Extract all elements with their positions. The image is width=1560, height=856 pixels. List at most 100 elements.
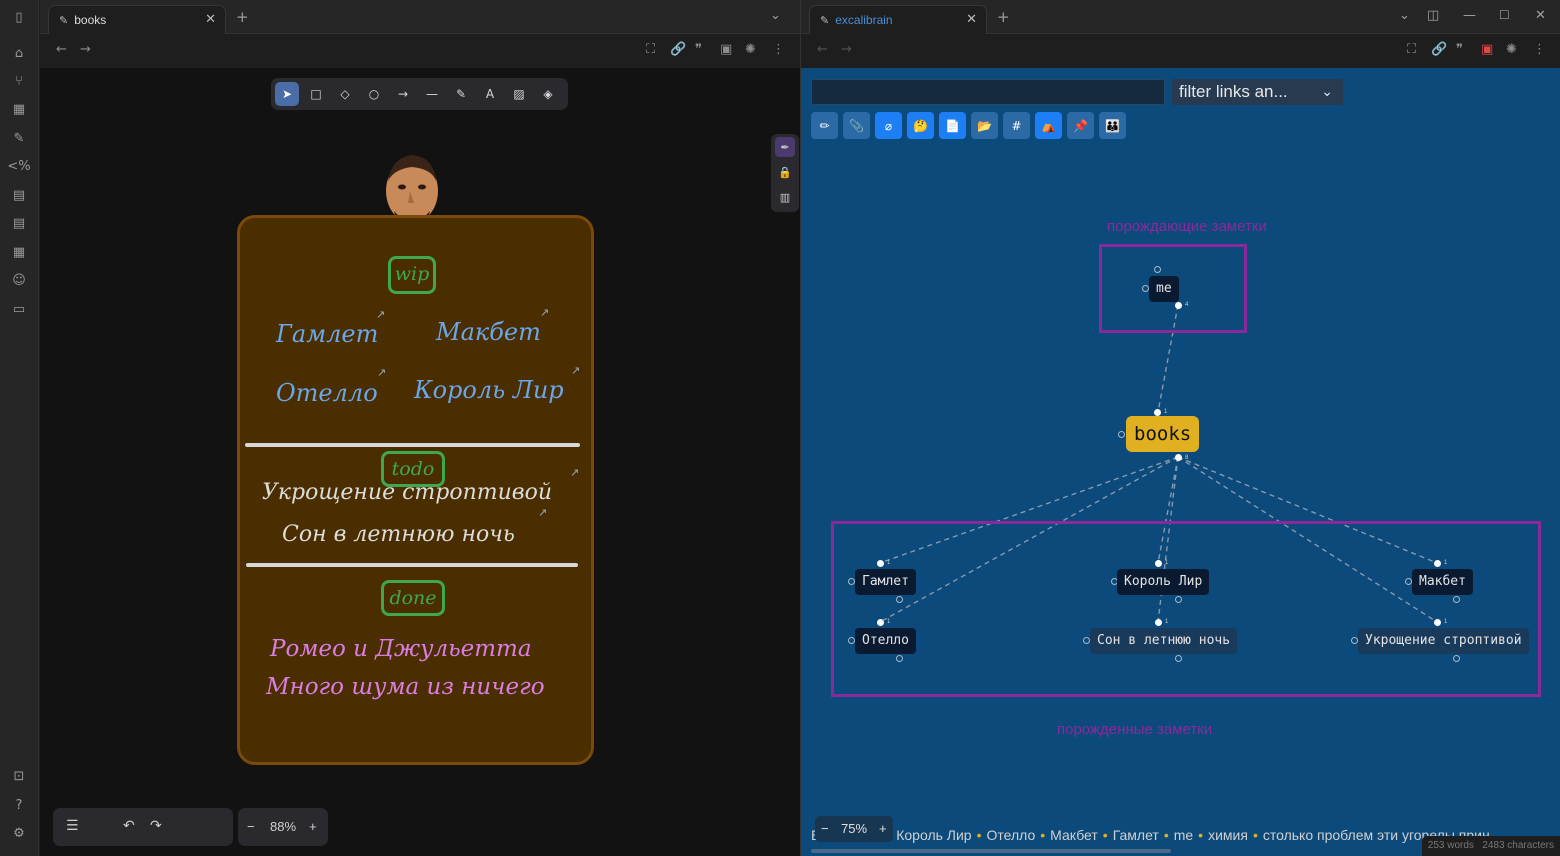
- board-item[interactable]: Ромео и Джульетта: [270, 636, 532, 662]
- line-tool-icon[interactable]: —: [426, 87, 438, 101]
- done-badge[interactable]: done: [381, 580, 445, 616]
- footer-link[interactable]: Макбет: [1050, 827, 1098, 843]
- fullscreen-icon[interactable]: ⛶: [646, 42, 656, 57]
- maximize-icon[interactable]: ☐: [1499, 8, 1510, 22]
- board-item[interactable]: Укрощение строптивой: [262, 480, 553, 505]
- edit-toggle-icon[interactable]: ✏: [811, 112, 838, 139]
- tab-excalibrain[interactable]: ✎ excalibrain ✕: [809, 5, 987, 34]
- forward-icon[interactable]: →: [841, 42, 852, 57]
- quote-icon[interactable]: ❞: [1456, 42, 1463, 57]
- new-tab-icon[interactable]: +: [236, 8, 249, 26]
- zoom-level[interactable]: 75%: [841, 821, 868, 836]
- tent-toggle-icon[interactable]: ⛺: [1035, 112, 1062, 139]
- node-king-lear[interactable]: Король Лир: [1117, 569, 1210, 595]
- home-icon[interactable]: ⌂: [14, 45, 24, 61]
- ellipse-tool-icon[interactable]: ○: [368, 87, 380, 101]
- more-options-icon[interactable]: ⋮: [1533, 42, 1546, 57]
- footer-link[interactable]: Гамлет: [1112, 827, 1159, 843]
- tag-toggle-icon[interactable]: #: [1003, 112, 1030, 139]
- template-icon[interactable]: <%: [7, 158, 31, 174]
- external-link-icon[interactable]: ↗: [376, 308, 386, 321]
- back-icon[interactable]: ←: [817, 42, 828, 57]
- node-midsummer[interactable]: Сон в летнюю ночь: [1090, 628, 1238, 654]
- horizontal-scrollbar[interactable]: [811, 849, 1171, 853]
- calendar-icon[interactable]: ▦: [12, 244, 26, 260]
- kanban-board[interactable]: [237, 215, 594, 765]
- zoom-out-button[interactable]: −: [821, 821, 829, 836]
- library-icon[interactable]: ▥: [779, 190, 791, 204]
- sidebar-toggle-icon[interactable]: ▯: [15, 9, 23, 25]
- zoom-level[interactable]: 88%: [270, 819, 297, 834]
- close-icon[interactable]: ✕: [966, 12, 977, 27]
- external-link-icon[interactable]: ↗: [570, 466, 580, 479]
- more-options-icon[interactable]: ⋮: [772, 42, 785, 57]
- help-icon[interactable]: ?: [15, 797, 23, 813]
- zoom-in-button[interactable]: +: [309, 819, 317, 834]
- board-item[interactable]: Отелло: [276, 379, 378, 407]
- undo-icon[interactable]: ↶: [123, 818, 135, 834]
- search-input[interactable]: [811, 79, 1165, 105]
- node-othello[interactable]: Отелло: [855, 628, 916, 654]
- board-item[interactable]: Гамлет: [276, 320, 379, 348]
- zoom-in-button[interactable]: +: [879, 821, 887, 836]
- selection-tool-icon[interactable]: ➤: [275, 82, 299, 106]
- attachment-toggle-icon[interactable]: 📎: [843, 112, 870, 139]
- close-icon[interactable]: ✕: [205, 12, 216, 27]
- layout2-icon[interactable]: ▤: [12, 215, 26, 231]
- text-tool-icon[interactable]: A: [485, 87, 495, 101]
- forward-icon[interactable]: →: [80, 42, 91, 57]
- virtual-toggle-icon[interactable]: ⌀: [875, 112, 902, 139]
- thinking-toggle-icon[interactable]: 🤔: [907, 112, 934, 139]
- excalidraw-icon[interactable]: ✎: [13, 130, 25, 146]
- eraser-tool-icon[interactable]: ◈: [543, 87, 553, 101]
- todo-badge[interactable]: todo: [381, 451, 445, 487]
- footer-link[interactable]: Король Лир: [896, 827, 972, 843]
- external-link-icon[interactable]: ↗: [540, 306, 550, 319]
- brain-icon[interactable]: ✺: [745, 42, 756, 57]
- smiley-icon[interactable]: ☺: [12, 272, 26, 288]
- external-link-icon[interactable]: ↗: [377, 366, 387, 379]
- save-icon[interactable]: ▣: [720, 42, 733, 57]
- diamond-tool-icon[interactable]: ◇: [340, 87, 350, 101]
- fullscreen-icon[interactable]: ⛶: [1407, 42, 1417, 57]
- board-item[interactable]: Много шума из ничего: [266, 674, 545, 700]
- back-icon[interactable]: ←: [56, 42, 67, 57]
- external-link-icon[interactable]: ↗: [571, 364, 581, 377]
- menu-icon[interactable]: ☰: [66, 818, 79, 834]
- arrow-tool-icon[interactable]: →: [397, 87, 409, 101]
- node-hamlet[interactable]: Гамлет: [855, 569, 916, 595]
- zoom-out-button[interactable]: −: [247, 819, 255, 834]
- family-toggle-icon[interactable]: 👪: [1099, 112, 1126, 139]
- quote-icon[interactable]: ❞: [695, 42, 702, 57]
- dashboard-icon[interactable]: ▦: [12, 101, 26, 117]
- pen-mode-icon[interactable]: ✒: [775, 137, 795, 157]
- link-icon[interactable]: 🔗: [670, 42, 687, 57]
- image-tool-icon[interactable]: ▨: [513, 87, 525, 101]
- tv-icon[interactable]: ▭: [12, 301, 26, 317]
- pen-tool-icon[interactable]: ✎: [455, 87, 467, 101]
- layout-icon[interactable]: ▤: [12, 187, 26, 203]
- save-icon[interactable]: ▣: [1481, 42, 1494, 57]
- link-icon[interactable]: 🔗: [1431, 42, 1448, 57]
- node-taming-of-the-shrew[interactable]: Укрощение строптивой: [1358, 628, 1529, 654]
- window-close-icon[interactable]: ✕: [1535, 8, 1546, 23]
- page-toggle-icon[interactable]: 📄: [939, 112, 966, 139]
- vault-icon[interactable]: ⊡: [13, 768, 25, 784]
- new-tab-icon[interactable]: +: [997, 8, 1010, 26]
- board-item[interactable]: Сон в летнюю ночь: [282, 522, 515, 547]
- node-macbeth[interactable]: Макбет: [1412, 569, 1473, 595]
- footer-link[interactable]: Отелло: [986, 827, 1036, 843]
- folder-toggle-icon[interactable]: 📂: [971, 112, 998, 139]
- pin-toggle-icon[interactable]: 📌: [1067, 112, 1094, 139]
- chevron-down-icon[interactable]: ⌄: [770, 8, 781, 23]
- rectangle-tool-icon[interactable]: □: [310, 87, 322, 101]
- footer-link[interactable]: me: [1173, 827, 1194, 843]
- chevron-down-icon[interactable]: ⌄: [1399, 8, 1410, 23]
- central-node-books[interactable]: books: [1126, 416, 1200, 452]
- filter-dropdown[interactable]: filter links an... ⌄: [1172, 79, 1343, 105]
- external-link-icon[interactable]: ↗: [538, 506, 548, 519]
- lock-icon[interactable]: 🔒: [778, 165, 792, 179]
- minimize-icon[interactable]: —: [1463, 8, 1476, 23]
- node-me[interactable]: me: [1149, 276, 1179, 302]
- settings-icon[interactable]: ⚙: [13, 825, 25, 841]
